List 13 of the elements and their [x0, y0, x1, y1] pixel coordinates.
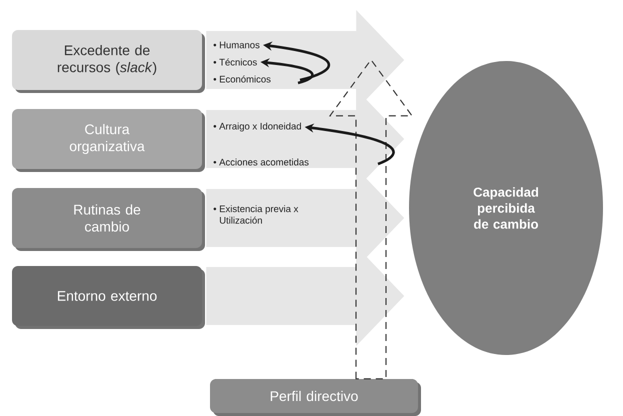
bullet-item: • Arraigo x Idoneidad	[214, 122, 301, 132]
bullet-item: • Técnicos	[214, 58, 257, 66]
factor-box: Entorno externo	[12, 266, 205, 329]
factor-box: Excedente de recursos (slack)	[12, 30, 205, 93]
factor-box: Perfil directivo	[210, 379, 421, 416]
block-arrow	[206, 246, 404, 346]
factor-box: Rutinas de cambio	[12, 188, 205, 251]
dashed-arrow	[328, 58, 414, 380]
bullet-item: • Económicos	[214, 75, 271, 83]
bullet-item: • Acciones acometidas	[214, 158, 309, 166]
factor-box: Cultura organizativa	[12, 109, 205, 172]
bullet-item: • Humanos	[214, 42, 260, 48]
bullet-item: • Existencia previa x Utilización	[214, 205, 298, 224]
